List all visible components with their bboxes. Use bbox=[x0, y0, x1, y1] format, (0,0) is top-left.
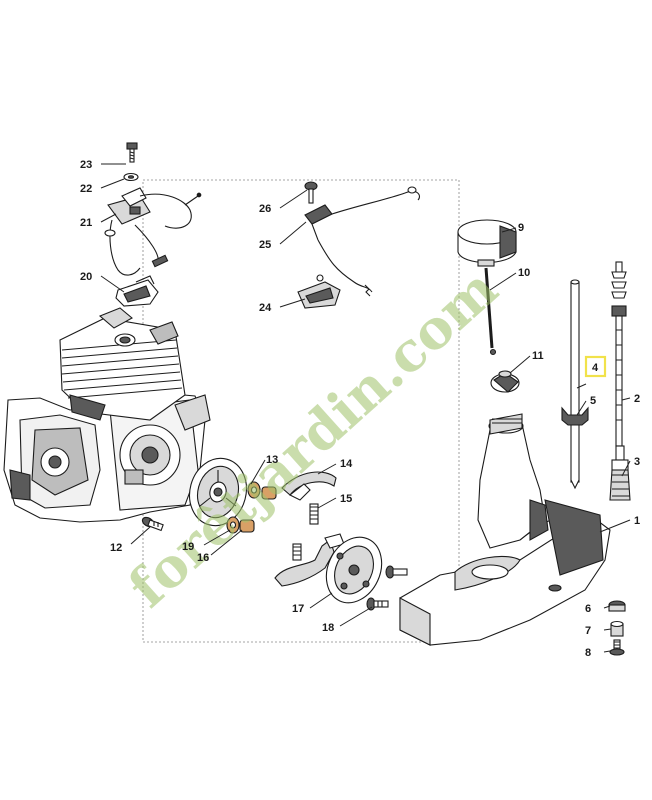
callout-1: 1 bbox=[634, 515, 640, 527]
bushing-16 bbox=[239, 486, 277, 533]
fuel-filter-3 bbox=[609, 445, 631, 501]
callout-4: 4 bbox=[592, 362, 599, 374]
cylinder bbox=[59, 307, 186, 421]
callout-15: 15 bbox=[340, 493, 352, 505]
pickup-hose-2 bbox=[611, 261, 627, 447]
screw-23 bbox=[126, 142, 138, 163]
callout-6: 6 bbox=[585, 603, 591, 615]
sleeve-7 bbox=[610, 620, 624, 637]
callout-24: 24 bbox=[259, 302, 272, 314]
bearing-washers-19 bbox=[226, 481, 261, 534]
spring-15 bbox=[309, 503, 319, 525]
screw-clutch-right bbox=[385, 565, 408, 579]
callout-5: 5 bbox=[590, 395, 596, 407]
tank-cap-9 bbox=[457, 219, 517, 267]
callout-10: 10 bbox=[518, 267, 530, 279]
callout-18: 18 bbox=[322, 622, 334, 634]
clutch-carrier-17 bbox=[325, 536, 383, 604]
callout-21: 21 bbox=[80, 217, 92, 229]
vent-tube-10 bbox=[484, 267, 497, 356]
callout-25: 25 bbox=[259, 239, 271, 251]
callout-14: 14 bbox=[340, 458, 353, 470]
ignition-bracket-20 bbox=[115, 275, 159, 307]
callout-numbers: 23 22 21 20 26 25 24 9 10 11 4 5 2 3 1 6… bbox=[80, 159, 640, 659]
callout-7: 7 bbox=[585, 625, 591, 637]
callout-13: 13 bbox=[266, 454, 278, 466]
callout-20: 20 bbox=[80, 271, 92, 283]
callout-9: 9 bbox=[518, 222, 524, 234]
grommet-5 bbox=[561, 406, 589, 426]
clutch-drum-13 bbox=[189, 457, 247, 527]
grommet-6 bbox=[608, 600, 626, 612]
washer-22 bbox=[123, 172, 139, 182]
callout-8: 8 bbox=[585, 647, 591, 659]
callout-11: 11 bbox=[532, 350, 544, 362]
screw-18 bbox=[366, 597, 389, 611]
callout-23: 23 bbox=[80, 159, 92, 171]
throttle-bracket-24 bbox=[297, 274, 341, 309]
clutch-shoe-14 bbox=[281, 471, 337, 501]
callout-2: 2 bbox=[634, 393, 640, 405]
leader-lines bbox=[100, 163, 631, 653]
clutch-shoe-lower bbox=[274, 533, 345, 587]
screw-12 bbox=[141, 516, 164, 532]
callout-22: 22 bbox=[80, 183, 92, 195]
callout-4-highlight-box bbox=[584, 355, 607, 378]
callout-3: 3 bbox=[634, 456, 640, 468]
screw-26 bbox=[304, 181, 318, 204]
fuel-tank-1 bbox=[399, 413, 611, 646]
callout-19: 19 bbox=[182, 541, 194, 553]
callout-16: 16 bbox=[197, 552, 209, 564]
fuel-hose-4 bbox=[570, 279, 580, 490]
throttle-cable-25 bbox=[304, 186, 421, 297]
callout-26: 26 bbox=[259, 203, 271, 215]
ignition-module-21 bbox=[104, 187, 202, 276]
seal-11 bbox=[490, 370, 520, 393]
screw-8 bbox=[609, 639, 625, 656]
callout-12: 12 bbox=[110, 542, 122, 554]
engine-block bbox=[3, 391, 211, 523]
callout-17: 17 bbox=[292, 603, 304, 615]
